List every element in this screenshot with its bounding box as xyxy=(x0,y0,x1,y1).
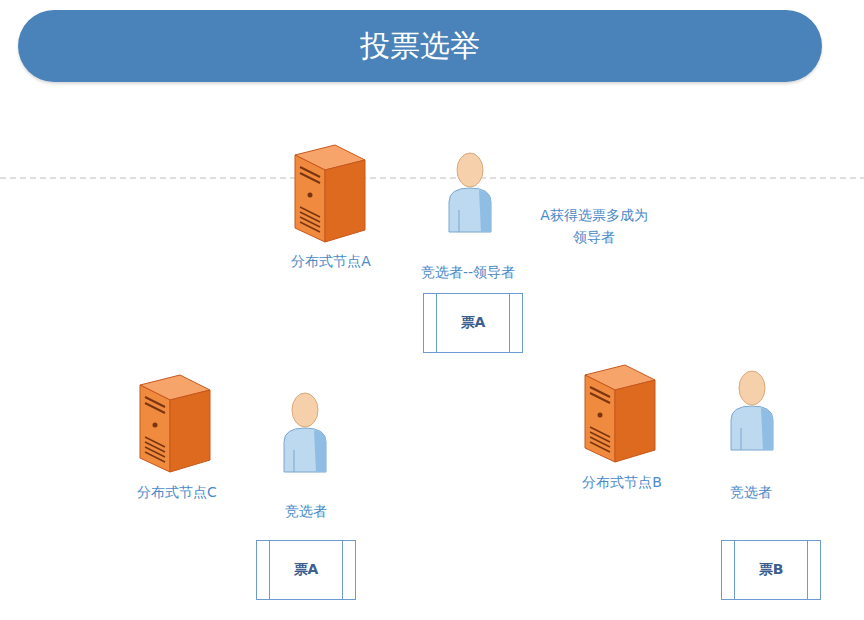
node-label: 分布式节点A xyxy=(291,250,371,272)
ballot-box: 票A xyxy=(423,293,523,353)
server-icon xyxy=(585,365,655,462)
candidate-label: 竞选者 xyxy=(730,481,772,503)
ballot-box: 票A xyxy=(256,540,356,600)
node-label: 分布式节点C xyxy=(137,481,217,503)
ballot-text: 票A xyxy=(461,314,486,332)
ballot-box: 票B xyxy=(721,540,821,600)
node-label: 分布式节点B xyxy=(582,471,662,493)
divider-line xyxy=(0,178,864,179)
title-text: 投票选举 xyxy=(360,26,480,67)
ballot-edge-line xyxy=(734,541,735,599)
ballot-text: 票A xyxy=(294,561,319,579)
candidate-label: 竞选者--领导者 xyxy=(421,261,515,283)
server-icon xyxy=(140,375,210,472)
candidate-label: 竞选者 xyxy=(285,500,327,522)
title-band: 投票选举 xyxy=(18,10,822,82)
person-icon xyxy=(731,371,773,450)
ballot-edge-line xyxy=(807,541,808,599)
ballot-edge-line xyxy=(342,541,343,599)
ballot-edge-line xyxy=(436,294,437,352)
ballot-text: 票B xyxy=(759,561,784,579)
server-icon xyxy=(295,145,365,242)
person-icon xyxy=(284,393,326,472)
ballot-edge-line xyxy=(269,541,270,599)
ballot-edge-line xyxy=(509,294,510,352)
person-icon xyxy=(449,153,491,232)
note-text: A获得选票多成为 领导者 xyxy=(529,204,659,248)
